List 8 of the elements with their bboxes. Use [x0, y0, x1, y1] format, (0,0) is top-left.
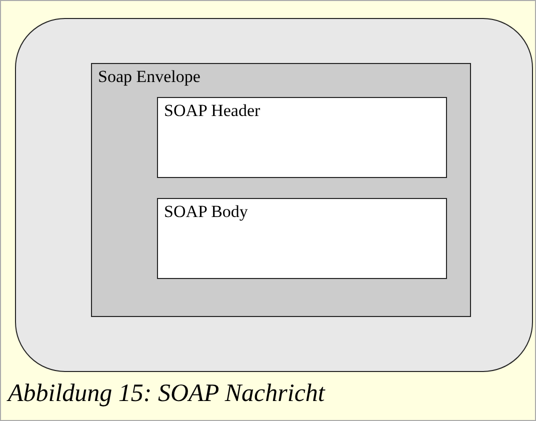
content-box	[157, 97, 447, 178]
container-box	[91, 63, 471, 317]
content-box	[157, 198, 447, 279]
rounded-box	[15, 18, 533, 372]
box-title: Soap Envelope	[98, 67, 200, 87]
caption: Abbildung 15: SOAP Nachricht	[8, 380, 325, 408]
box-title: SOAP Header	[164, 101, 260, 121]
box-title: SOAP Body	[164, 202, 248, 222]
